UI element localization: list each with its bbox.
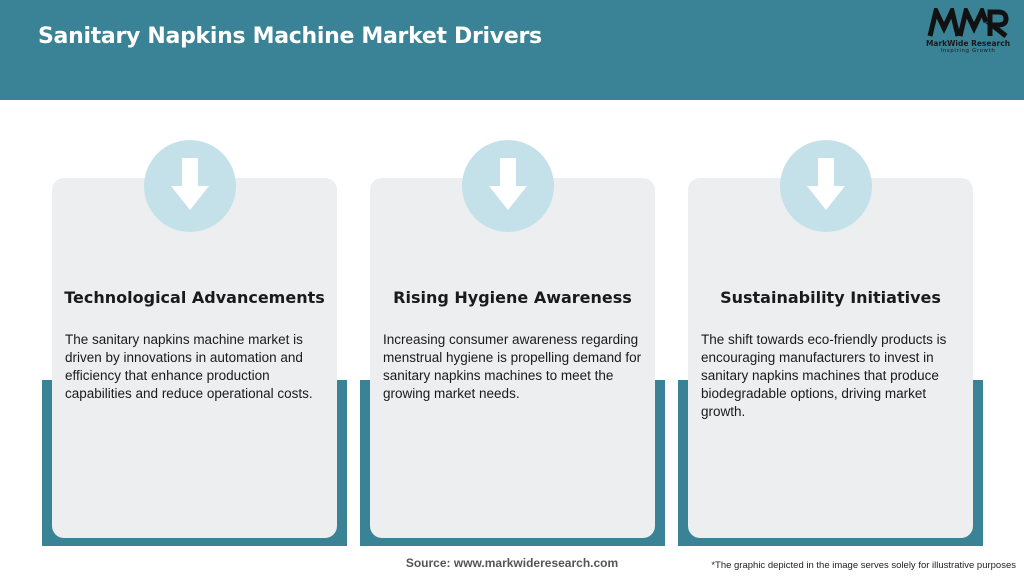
- logo-tagline: Inspiring Growth: [940, 48, 996, 54]
- card-title: Technological Advancements: [64, 288, 325, 307]
- driver-card-hygiene: Rising Hygiene Awareness Increasing cons…: [360, 140, 665, 550]
- down-arrow-icon: [171, 158, 209, 210]
- card-body: Technological Advancements The sanitary …: [52, 178, 337, 538]
- driver-card-sustainability: Sustainability Initiatives The shift tow…: [678, 140, 983, 550]
- card-description: Increasing consumer awareness regarding …: [383, 332, 642, 401]
- card-description: The sanitary napkins machine market is d…: [65, 332, 313, 401]
- icon-circle: [780, 140, 872, 232]
- icon-circle: [144, 140, 236, 232]
- mwr-logo-mark-icon: [927, 8, 1009, 38]
- card-description: The shift towards eco-friendly products …: [701, 332, 947, 419]
- card-body: Sustainability Initiatives The shift tow…: [688, 178, 973, 538]
- down-arrow-icon: [807, 158, 845, 210]
- card-title: Sustainability Initiatives: [720, 288, 941, 307]
- disclaimer-footnote: *The graphic depicted in the image serve…: [711, 560, 1016, 571]
- card-title: Rising Hygiene Awareness: [393, 288, 632, 307]
- company-logo[interactable]: MarkWide Research Inspiring Growth: [918, 8, 1018, 60]
- down-arrow-icon: [489, 158, 527, 210]
- page-title: Sanitary Napkins Machine Market Drivers: [38, 24, 542, 49]
- icon-circle: [462, 140, 554, 232]
- card-body: Rising Hygiene Awareness Increasing cons…: [370, 178, 655, 538]
- logo-name: MarkWide Research: [925, 39, 1011, 48]
- driver-card-technological: Technological Advancements The sanitary …: [42, 140, 347, 550]
- source-credit: Source: www.markwideresearch.com: [405, 556, 619, 570]
- header-banner: Sanitary Napkins Machine Market Drivers …: [0, 0, 1024, 100]
